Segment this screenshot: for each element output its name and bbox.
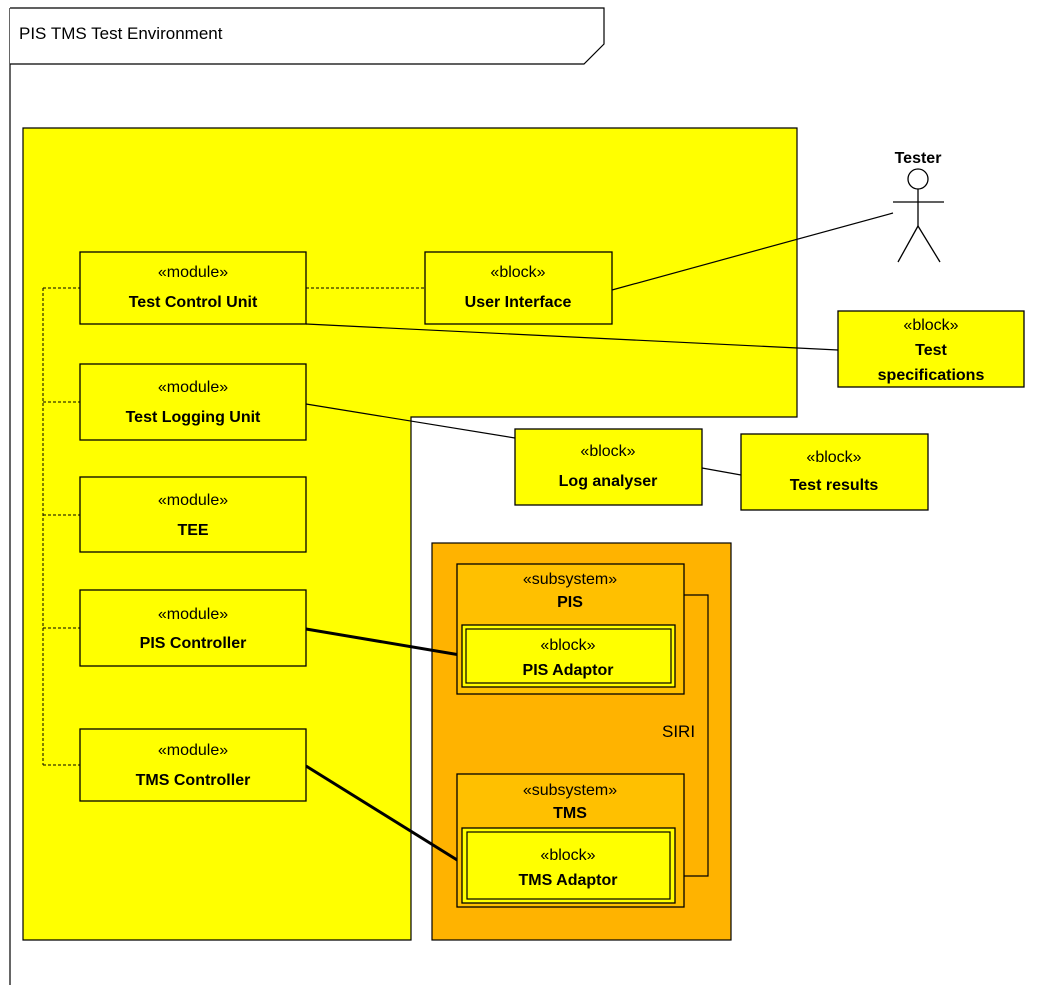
stereotype-label: «module»: [158, 264, 228, 281]
siri-connector: [684, 594, 709, 877]
module-tee: «module» TEE: [79, 476, 307, 553]
module-name: Test Control Unit: [129, 294, 258, 311]
subsystem-name: TMS: [553, 805, 587, 822]
block-test-results: «block» Test results: [740, 433, 929, 511]
diagram-frame: PIS TMS Test Environment: [9, 7, 605, 985]
tms-controller-adaptor-connector: [305, 764, 463, 865]
siri-label: SIRI: [662, 722, 695, 741]
logging-analyser-connector: [305, 403, 516, 439]
module-name: TEE: [177, 522, 208, 539]
module-name: PIS Controller: [140, 635, 247, 652]
block-name-line1: Test: [915, 342, 947, 359]
tcu-specifications-connector: [305, 323, 839, 351]
stereotype-label: «block»: [580, 443, 635, 460]
block-name-line2: specifications: [878, 367, 985, 384]
frame-title: PIS TMS Test Environment: [19, 24, 223, 43]
subsystem-pis: «subsystem» PIS «block» PIS Adaptor: [456, 563, 685, 695]
module-tms-controller: «module» TMS Controller: [79, 728, 307, 802]
module-test-control-unit: «module» Test Control Unit: [79, 251, 307, 325]
block-name: TMS Adaptor: [519, 872, 618, 889]
block-user-interface: «block» User Interface: [424, 251, 613, 325]
analyser-results-connector: [701, 467, 742, 476]
stereotype-label: «block»: [540, 847, 595, 864]
stereotype-label: «module»: [158, 742, 228, 759]
stereotype-label: «module»: [158, 606, 228, 623]
stereotype-label: «subsystem»: [523, 571, 617, 588]
stereotype-label: «block»: [806, 449, 861, 466]
block-log-analyser: «block» Log analyser: [514, 428, 703, 506]
pis-controller-adaptor-connector: [305, 627, 467, 658]
block-name: User Interface: [465, 294, 572, 311]
stereotype-label: «block»: [490, 264, 545, 281]
block-tms-adaptor: «block» TMS Adaptor: [519, 847, 618, 889]
stereotype-label: «subsystem»: [523, 782, 617, 799]
stereotype-label: «block»: [540, 637, 595, 654]
module-bus-connector: [42, 287, 80, 766]
subsystem-tms: «subsystem» TMS «block» TMS Adaptor: [456, 773, 685, 908]
block-name: Test results: [790, 477, 879, 494]
block-name: Log analyser: [559, 473, 658, 490]
module-name: TMS Controller: [136, 772, 251, 789]
block-test-specifications: «block» Test specifications: [837, 310, 1025, 388]
module-test-logging-unit: «module» Test Logging Unit: [79, 363, 307, 441]
block-pis-adaptor: «block» PIS Adaptor: [523, 637, 614, 679]
module-name: Test Logging Unit: [126, 409, 261, 426]
ui-tester-connector: [611, 212, 894, 291]
subsystem-name: PIS: [557, 594, 583, 611]
stereotype-label: «module»: [158, 379, 228, 396]
module-pis-controller: «module» PIS Controller: [79, 589, 307, 667]
stereotype-label: «module»: [158, 492, 228, 509]
block-name: PIS Adaptor: [523, 662, 614, 679]
tester-actor: Tester: [893, 150, 944, 263]
tester-label: Tester: [895, 150, 942, 167]
stereotype-label: «block»: [903, 317, 958, 334]
